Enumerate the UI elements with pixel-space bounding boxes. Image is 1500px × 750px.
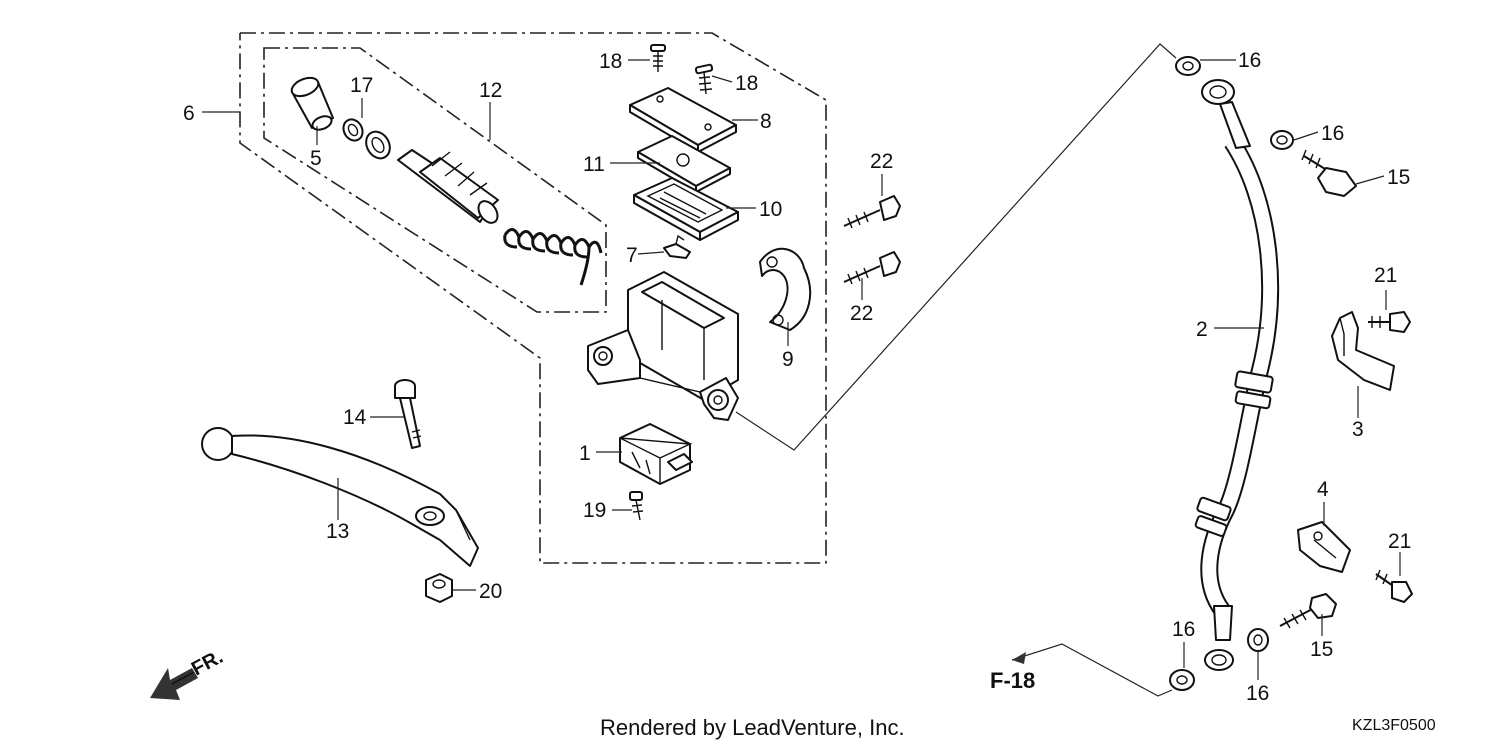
callout-1: 1 — [579, 442, 591, 465]
callout-16d: 16 — [1246, 682, 1269, 705]
callout-16b: 16 — [1321, 122, 1344, 145]
callout-10: 10 — [759, 198, 782, 221]
assembly-6-outline — [239, 32, 827, 564]
part-16-washer-d — [1247, 628, 1269, 652]
callout-16c: 16 — [1172, 618, 1195, 641]
callout-5: 5 — [310, 147, 322, 170]
callout-15a: 15 — [1387, 166, 1410, 189]
callout-leaders — [202, 59, 1401, 680]
part-22-bolt-b — [843, 251, 901, 285]
callout-8: 8 — [760, 110, 772, 133]
callout-2: 2 — [1196, 318, 1208, 341]
part-9-holder — [759, 247, 812, 331]
callout-21a: 21 — [1374, 264, 1397, 287]
callout-labels: 1 2 3 4 5 6 7 8 9 10 11 12 13 14 15 15 1… — [183, 49, 1411, 705]
callout-15b: 15 — [1310, 638, 1333, 661]
callout-20: 20 — [479, 580, 502, 603]
part-22-bolt-a — [843, 195, 901, 229]
part-17-circlip — [342, 118, 391, 160]
callout-18b: 18 — [735, 72, 758, 95]
callout-18a: 18 — [599, 50, 622, 73]
callout-9: 9 — [782, 348, 794, 371]
master-cylinder-body — [587, 271, 739, 421]
render-credit: Rendered by LeadVenture, Inc. — [600, 715, 905, 740]
part-4-guide — [1297, 521, 1351, 573]
reference-label: F-18 — [990, 668, 1035, 693]
part-20-nut — [425, 573, 453, 603]
part-18-screw-a — [650, 44, 666, 72]
part-14-pivot-bolt — [394, 379, 422, 449]
assembly-12-outline — [263, 47, 607, 313]
part-19-screw — [629, 491, 644, 521]
part-16-washer-a — [1175, 56, 1201, 76]
callout-4: 4 — [1317, 478, 1329, 501]
callout-19: 19 — [583, 499, 606, 522]
front-direction-arrow — [150, 668, 198, 700]
part-piston — [397, 149, 499, 224]
part-16-washer-b — [1270, 130, 1294, 150]
callout-12: 12 — [479, 79, 502, 102]
part-13-lever — [201, 427, 479, 567]
callout-13: 13 — [326, 520, 349, 543]
callout-22b: 22 — [850, 302, 873, 325]
callout-22a: 22 — [870, 150, 893, 173]
callout-6: 6 — [183, 102, 195, 125]
part-1-switch — [619, 423, 693, 485]
part-18-screw-b — [694, 63, 714, 95]
callout-21b: 21 — [1388, 530, 1411, 553]
part-21-bolt-b — [1375, 569, 1413, 603]
part-10-diaphragm — [633, 177, 739, 241]
part-15-oil-bolt-a — [1301, 149, 1357, 197]
f18-reference-line — [1011, 643, 1173, 697]
callout-14: 14 — [343, 406, 367, 429]
part-2-brake-hose — [1194, 79, 1280, 671]
part-16-washer-c — [1169, 669, 1195, 691]
callout-17: 17 — [350, 74, 373, 97]
hose-connection-line — [735, 43, 1177, 451]
part-3-clamp — [1331, 311, 1395, 391]
callout-3: 3 — [1352, 418, 1364, 441]
callout-7: 7 — [626, 244, 638, 267]
callout-16a: 16 — [1238, 49, 1261, 72]
part-7-clip — [663, 234, 691, 259]
diagram-code: KZL3F0500 — [1352, 717, 1436, 734]
part-5-boot — [290, 76, 334, 131]
part-15-oil-bolt-b — [1279, 593, 1337, 629]
part-spring — [503, 228, 603, 286]
callout-11: 11 — [583, 153, 605, 176]
part-21-bolt-a — [1368, 311, 1411, 333]
